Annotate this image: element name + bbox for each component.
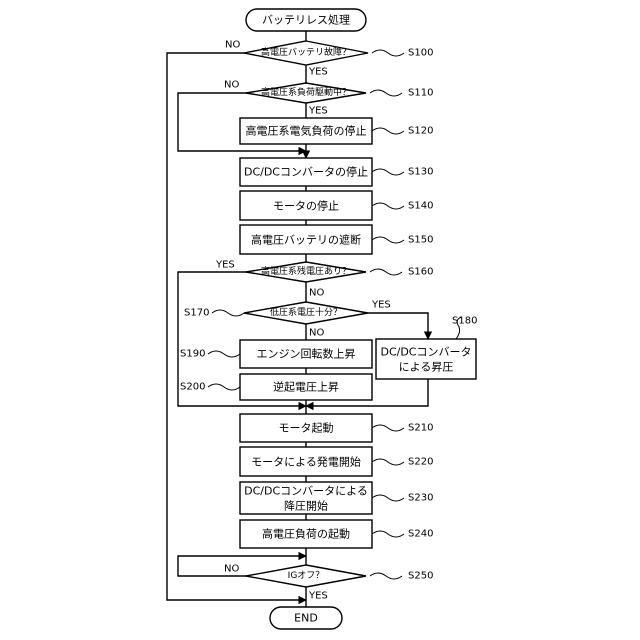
s120-label: 高電圧系電気負荷の停止	[246, 124, 367, 138]
s200-label: 逆起電圧上昇	[273, 380, 339, 394]
s140-label: モータの停止	[273, 199, 339, 213]
s130-label: DC/DCコンバータの停止	[244, 165, 368, 179]
leader-s200	[208, 384, 240, 390]
s100-yes-label: YES	[308, 67, 328, 78]
step-s120: S120	[408, 126, 433, 137]
step-s230: S230	[408, 493, 433, 504]
s230-label-line2: 降圧開始	[284, 499, 328, 513]
leader-s150	[372, 237, 404, 243]
s170-no-label: NO	[309, 328, 324, 339]
s100-question: 高電圧バッテリ故障？	[261, 46, 351, 58]
leader-s130	[372, 169, 404, 175]
leader-s120	[372, 128, 404, 134]
leader-s230	[372, 495, 404, 501]
s190-label: エンジン回転数上昇	[257, 348, 356, 361]
end-label: END	[294, 612, 318, 625]
s250-yes-label: YES	[308, 591, 328, 602]
step-s240: S240	[408, 529, 433, 540]
step-s220: S220	[408, 457, 433, 468]
s110-yes-label: YES	[308, 106, 328, 117]
step-s130: S130	[408, 167, 433, 178]
s170-question: 低圧系電圧十分？	[270, 306, 342, 318]
step-s250: S250	[408, 571, 433, 582]
step-s140: S140	[408, 201, 433, 212]
leader-s190	[208, 351, 240, 357]
leader-s140	[372, 203, 404, 209]
s220-label: モータによる発電開始	[251, 455, 361, 469]
s240-label: 高電圧負荷の起動	[262, 527, 350, 541]
leader-s100	[372, 50, 404, 56]
s170-yes-label: YES	[371, 300, 391, 311]
leader-s160	[370, 269, 402, 275]
s230-label-line1: DC/DCコンバータによる	[244, 485, 368, 498]
s110-question: 高電圧系負荷駆動中？	[261, 86, 351, 98]
s160-question: 高電圧系残電圧あり？	[261, 265, 351, 277]
s250-no-label: NO	[224, 564, 239, 575]
step-s210: S210	[408, 423, 433, 434]
step-s160: S160	[408, 267, 433, 278]
s250-question: IGオフ？	[288, 570, 325, 581]
step-s180: S180	[452, 316, 477, 327]
step-s150: S150	[408, 235, 433, 246]
s180-label-line2: による昇圧	[399, 361, 454, 374]
step-s110: S110	[408, 88, 433, 99]
s160-no-label: NO	[309, 288, 324, 299]
s210-label: モータ起動	[279, 421, 334, 435]
step-s170: S170	[184, 308, 209, 319]
leader-s170	[212, 310, 244, 316]
edge-d170-yes-to-p180	[368, 313, 428, 339]
s180-label-line1: DC/DCコンバータ	[380, 346, 471, 359]
leader-s210	[372, 425, 404, 431]
leader-s220	[372, 459, 404, 465]
s110-no-label: NO	[224, 80, 239, 91]
leader-s250	[370, 573, 402, 579]
step-s100: S100	[408, 48, 433, 59]
step-s190: S190	[180, 349, 205, 360]
step-s200: S200	[180, 382, 205, 393]
leader-s110	[370, 90, 402, 96]
s160-yes-label: YES	[215, 260, 235, 271]
leader-s240	[372, 531, 404, 537]
s100-no-label: NO	[225, 40, 240, 51]
s150-label: 高電圧バッテリの遮断	[251, 233, 361, 247]
start-label: バッテリレス処理	[262, 14, 350, 27]
